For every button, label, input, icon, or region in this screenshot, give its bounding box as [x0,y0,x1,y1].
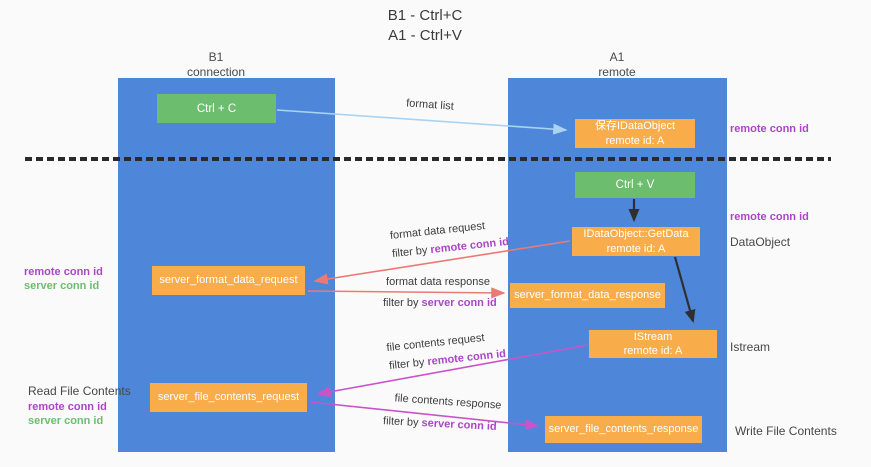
annotation-remote-conn-id-mid: remote conn id [730,211,809,223]
box-server-file-contents-request: server_file_contents_request [150,383,307,412]
arrow-format-data-response [307,287,506,299]
annotation-write-file-contents: Write File Contents [735,424,837,438]
server-file-contents-response-label: server_file_contents_response [548,423,699,436]
box-ctrl-c: Ctrl + C [157,94,276,123]
column-header-b1: B1 connection [141,50,291,80]
box-getdata: IDataObject::GetData remote id: A [572,227,700,256]
annotation-read-file-contents: Read File Contents [28,384,131,398]
annotation-server-conn-id-left2: server conn id [28,415,104,427]
column-header-a1: A1 remote [542,50,692,80]
ctrl-c-label: Ctrl + C [196,102,237,115]
save-dataobject-line2: remote id: A [605,134,665,147]
istream-line1: IStream [633,330,673,343]
getdata-line2: remote id: A [606,242,666,255]
annotation-remote-conn-id-left1: remote conn id [24,266,103,278]
box-save-dataobject: 保存IDataObject remote id: A [575,119,695,148]
column-a1-subtitle: remote [598,65,636,79]
annotation-dataobject: DataObject [730,235,791,249]
label-filter-server-1: filter by server conn id [383,297,497,309]
save-dataobject-line1: 保存IDataObject [594,120,676,133]
label-filter-server-2: filter by server conn id [382,415,497,434]
diagram-title: B1 - Ctrl+C A1 - Ctrl+V [275,6,575,47]
title-line2: A1 - Ctrl+V [388,27,462,45]
ctrl-v-label: Ctrl + V [615,179,655,191]
label-format-list: format list [405,97,455,113]
annotation-istream: Istream [730,340,771,354]
column-a1-name: A1 [609,50,625,64]
label-file-contents-response: file contents response [394,392,502,412]
istream-line2: remote id: A [623,345,683,357]
title-line1: B1 - Ctrl+C [387,7,463,24]
column-b1-subtitle: connection [186,65,246,79]
box-ctrl-v: Ctrl + V [575,172,695,198]
box-istream: IStream remote id: A [589,330,717,358]
remote-conn-id-inline-2: remote conn id [426,347,507,369]
label-format-data-response: format data response [386,276,490,288]
box-server-format-data-request: server_format_data_request [152,266,305,295]
server-format-data-response-label: server_format_data_response [514,289,661,302]
server-conn-id-inline-1: server conn id [421,297,497,309]
getdata-line1: IDataObject::GetData [583,228,689,241]
dashed-separator [25,157,831,161]
annotation-remote-conn-id-top: remote conn id [730,123,809,135]
server-file-contents-request-label: server_file_contents_request [157,391,300,404]
column-b1-name: B1 [208,50,224,64]
server-format-data-request-label: server_format_data_request [159,274,298,287]
box-server-format-data-response: server_format_data_response [510,283,665,308]
server-conn-id-inline-2: server conn id [421,417,497,434]
annotation-server-conn-id-left1: server conn id [24,280,100,292]
box-server-file-contents-response: server_file_contents_response [545,416,702,443]
annotation-remote-conn-id-left2: remote conn id [28,401,107,413]
remote-conn-id-inline-1: remote conn id [429,235,510,257]
